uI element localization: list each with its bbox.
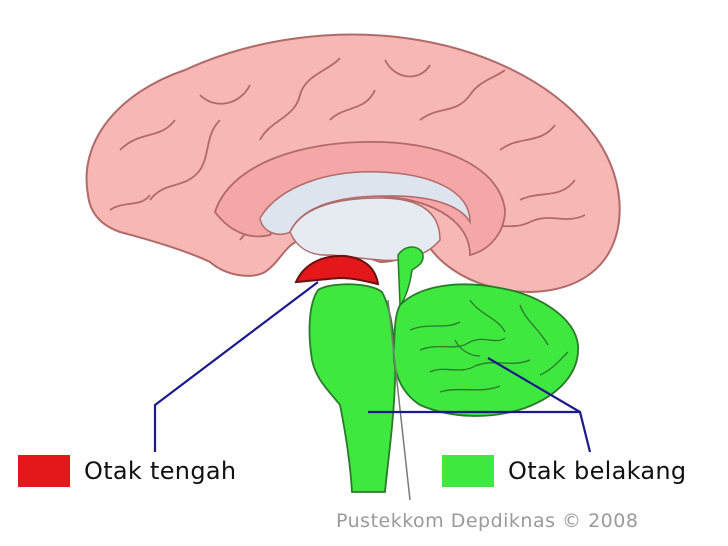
leader-hindbrain-cerebellum bbox=[487, 357, 592, 453]
legend-swatch-hindbrain bbox=[442, 455, 494, 487]
legend-label-midbrain: Otak tengah bbox=[84, 457, 237, 485]
legend-swatch-midbrain bbox=[18, 455, 70, 487]
pineal-stalk bbox=[397, 246, 424, 307]
credit-text: Pustekkom Depdiknas © 2008 bbox=[336, 510, 639, 532]
cerebellum-folia bbox=[409, 299, 569, 393]
midbrain bbox=[294, 254, 380, 286]
spinal-guide-line bbox=[387, 299, 411, 501]
leader-lines bbox=[153, 281, 592, 453]
diencephalon bbox=[289, 197, 441, 262]
legend-label-hindbrain: Otak belakang bbox=[508, 457, 687, 485]
leader-midbrain bbox=[153, 281, 319, 452]
legend-hindbrain: Otak belakang bbox=[442, 455, 686, 487]
legend-midbrain: Otak tengah bbox=[18, 455, 236, 487]
brainstem bbox=[308, 283, 397, 493]
